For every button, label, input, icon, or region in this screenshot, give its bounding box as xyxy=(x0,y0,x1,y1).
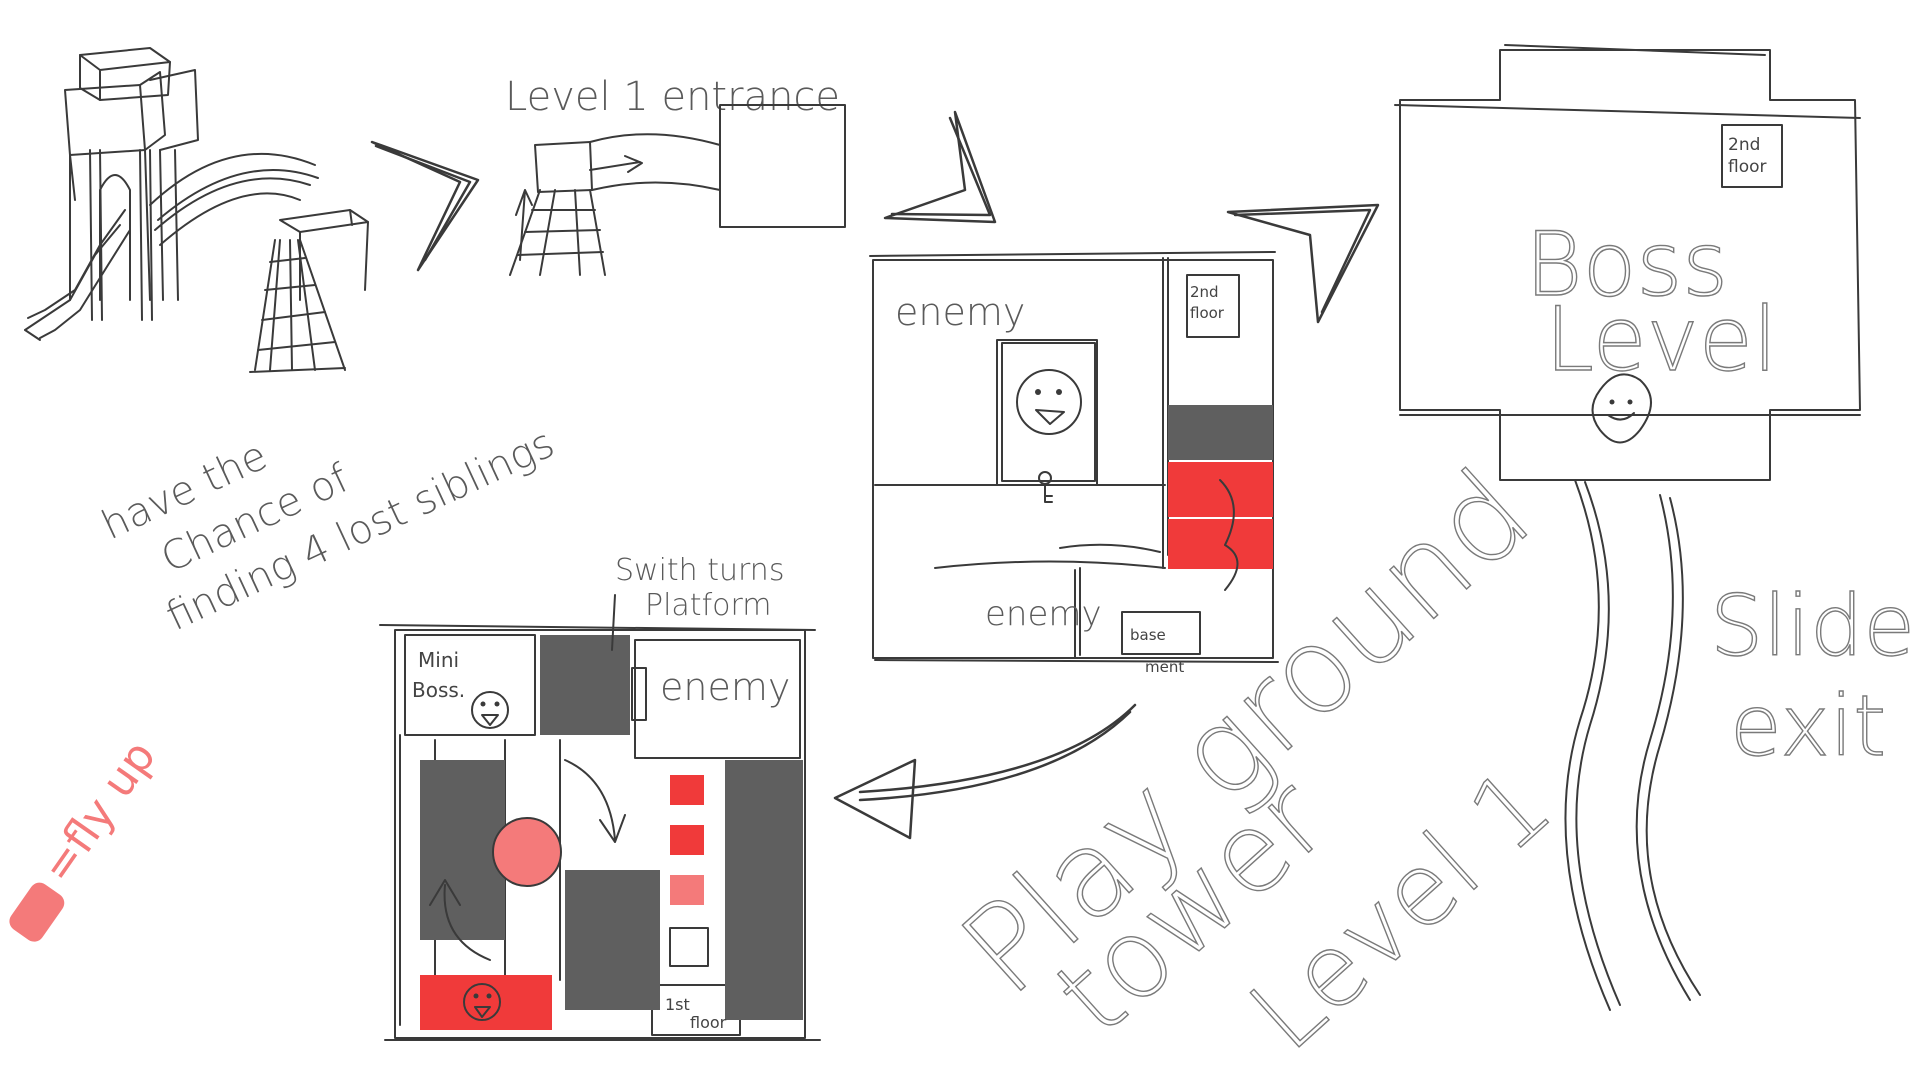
first-floor-label-2: floor xyxy=(690,1013,727,1032)
slide-icon xyxy=(1565,480,1700,1010)
playground-tower-sketch xyxy=(25,48,368,372)
enemy-label-lower: enemy xyxy=(660,665,790,709)
second-floor-label-2: floor xyxy=(1190,304,1225,322)
level-label: Level xyxy=(1545,288,1777,391)
basement-label-2: ment xyxy=(1145,658,1184,676)
fly-up-block xyxy=(1168,519,1273,569)
arrow-head-icon xyxy=(1228,205,1378,322)
siblings-note: have the Chance of finding 4 lost siblin… xyxy=(95,321,561,649)
fly-up-block xyxy=(670,825,704,855)
second-floor-label-1: 2nd xyxy=(1190,283,1219,301)
switch-label-2: Platform xyxy=(645,588,772,623)
hatched-block xyxy=(540,635,630,735)
hatched-block xyxy=(725,760,803,1020)
fly-up-block xyxy=(420,975,552,1030)
enemy-label-top: enemy xyxy=(895,290,1025,334)
fly-up-block xyxy=(1168,462,1273,517)
legend-swatch xyxy=(6,879,69,946)
fly-up-block xyxy=(670,875,704,905)
fly-up-legend: =fly up xyxy=(0,732,166,946)
switch-circle xyxy=(493,818,561,886)
boss-second-floor-1: 2nd xyxy=(1728,135,1760,155)
boss-second-floor-2: floor xyxy=(1728,157,1767,177)
hatched-block xyxy=(565,870,660,1010)
entrance-sketch xyxy=(510,105,845,275)
smiley-face-icon xyxy=(1017,370,1081,434)
arrow-head-icon xyxy=(372,142,478,270)
mini-boss-label-1: Mini xyxy=(418,648,459,672)
basement-label-1: base xyxy=(1130,626,1166,644)
slide-label: Slide xyxy=(1710,577,1915,675)
level-entrance-label: Level 1 entrance xyxy=(505,74,840,120)
switch-label-1: Swith turns xyxy=(615,553,784,588)
key-icon xyxy=(1039,472,1052,502)
enemy-label-bottom: enemy xyxy=(985,594,1102,634)
arrow-head-icon xyxy=(885,112,995,222)
hatched-block xyxy=(1168,405,1273,460)
smiley-face-icon xyxy=(472,692,508,728)
first-floor-label-1: 1st xyxy=(665,995,690,1014)
fly-up-text: =fly up xyxy=(32,732,166,893)
fly-up-block xyxy=(670,775,704,805)
mini-boss-label-2: Boss. xyxy=(412,678,465,702)
path-arrow xyxy=(565,760,625,842)
exit-label: exit xyxy=(1730,677,1886,775)
